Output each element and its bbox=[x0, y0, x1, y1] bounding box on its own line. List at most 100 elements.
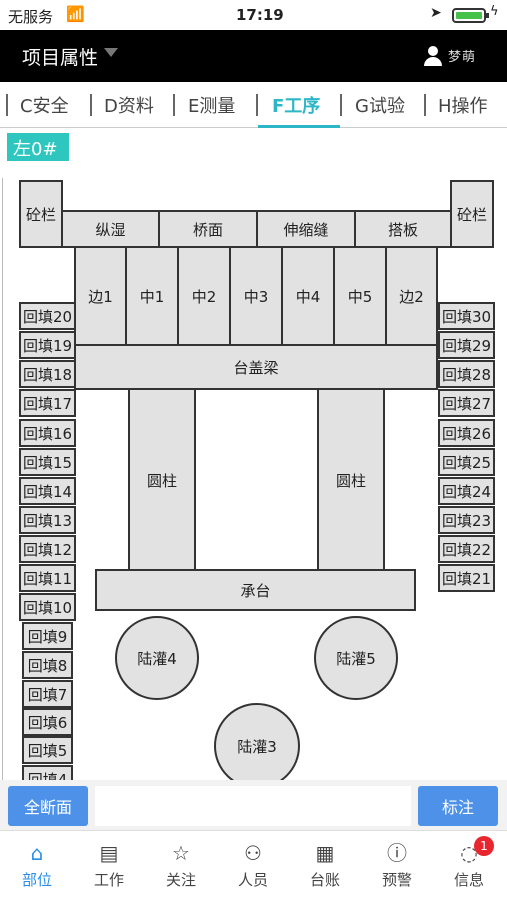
tabbar-item-messages[interactable]: ◌ 信息 bbox=[439, 841, 499, 890]
tab-divider bbox=[173, 94, 175, 116]
tab-divider bbox=[90, 94, 92, 116]
category-tabs: C安全 D资料 E测量 F工序 G试验 H操作 bbox=[0, 82, 507, 128]
deck-layer-bridge-deck[interactable]: 桥面 bbox=[158, 210, 258, 248]
home-icon: ⌂ bbox=[30, 841, 44, 865]
action-bar: 全断面 标注 bbox=[0, 780, 507, 830]
backfill-left-4[interactable]: 回填4 bbox=[22, 765, 73, 780]
tab-divider bbox=[6, 94, 8, 116]
beam-mid-1[interactable]: 中1 bbox=[125, 246, 179, 346]
pile-5[interactable]: 陆灌5 bbox=[314, 616, 398, 700]
battery-icon bbox=[452, 8, 489, 23]
backfill-left-18[interactable]: 回填18 bbox=[19, 360, 76, 388]
backfill-right-21[interactable]: 回填21 bbox=[438, 564, 495, 592]
backfill-left-14[interactable]: 回填14 bbox=[19, 477, 76, 505]
guardrail-left[interactable]: 砼栏 bbox=[19, 180, 63, 248]
column-left[interactable]: 圆柱 bbox=[128, 388, 196, 572]
charging-icon: ϟ bbox=[490, 4, 499, 19]
tabbar-label: 预警 bbox=[381, 871, 412, 889]
tab-d-docs[interactable]: D资料 bbox=[104, 96, 154, 117]
annotation-input[interactable] bbox=[95, 786, 411, 826]
beam-mid-2[interactable]: 中2 bbox=[177, 246, 231, 346]
pile-cap[interactable]: 承台 bbox=[95, 569, 416, 611]
username[interactable]: 梦萌 bbox=[448, 50, 477, 65]
people-icon: ⚇ bbox=[244, 841, 262, 865]
carrier-label: 无服务 bbox=[8, 8, 54, 26]
backfill-right-30[interactable]: 回填30 bbox=[438, 302, 495, 330]
backfill-left-13[interactable]: 回填13 bbox=[19, 506, 76, 534]
backfill-left-6[interactable]: 回填6 bbox=[22, 708, 73, 736]
tabbar-label: 工作 bbox=[93, 871, 124, 889]
tabbar-item-alert[interactable]: ⓘ 预警 bbox=[367, 841, 427, 890]
backfill-left-16[interactable]: 回填16 bbox=[19, 419, 76, 447]
full-section-button[interactable]: 全断面 bbox=[8, 786, 88, 826]
backfill-left-15[interactable]: 回填15 bbox=[19, 448, 76, 476]
tab-h-operation[interactable]: H操作 bbox=[438, 96, 488, 117]
app-header: 项目属性 梦萌 bbox=[0, 30, 507, 82]
deck-layer-approach-slab[interactable]: 搭板 bbox=[354, 210, 452, 248]
beam-mid-4[interactable]: 中4 bbox=[281, 246, 335, 346]
document-icon: ▤ bbox=[99, 841, 119, 865]
backfill-left-10[interactable]: 回填10 bbox=[19, 593, 76, 621]
tab-divider bbox=[340, 94, 342, 116]
star-icon: ☆ bbox=[172, 841, 190, 865]
tabbar-item-work[interactable]: ▤ 工作 bbox=[79, 841, 139, 890]
tabbar-item-follow[interactable]: ☆ 关注 bbox=[151, 841, 211, 890]
pile-3[interactable]: 陆灌3 bbox=[214, 703, 300, 780]
message-icon: ◌ bbox=[460, 841, 478, 865]
backfill-left-7[interactable]: 回填7 bbox=[22, 680, 73, 708]
tabbar-label: 部位 bbox=[21, 871, 52, 889]
side-label-badge[interactable]: 左0# bbox=[7, 133, 69, 161]
tabbar-label: 关注 bbox=[165, 871, 196, 889]
tab-f-process[interactable]: F工序 bbox=[258, 92, 340, 128]
chevron-down-icon[interactable] bbox=[104, 48, 118, 57]
backfill-right-29[interactable]: 回填29 bbox=[438, 331, 495, 359]
status-bar: 无服务 📶 17:19 ➤ ϟ bbox=[0, 0, 507, 30]
message-count-badge: 1 bbox=[474, 836, 494, 856]
column-right[interactable]: 圆柱 bbox=[317, 388, 385, 572]
backfill-right-25[interactable]: 回填25 bbox=[438, 448, 495, 476]
tabbar-item-ledger[interactable]: ▦ 台账 bbox=[295, 841, 355, 890]
backfill-right-23[interactable]: 回填23 bbox=[438, 506, 495, 534]
canvas-border bbox=[2, 178, 3, 780]
deck-layer-longitudinal[interactable]: 纵湿 bbox=[61, 210, 160, 248]
tabbar-label: 台账 bbox=[309, 871, 340, 889]
tabbar-item-people[interactable]: ⚇ 人员 bbox=[223, 841, 283, 890]
guardrail-right[interactable]: 砼栏 bbox=[450, 180, 494, 248]
backfill-left-19[interactable]: 回填19 bbox=[19, 331, 76, 359]
pile-4[interactable]: 陆灌4 bbox=[115, 616, 199, 700]
backfill-right-22[interactable]: 回填22 bbox=[438, 535, 495, 563]
backfill-left-17[interactable]: 回填17 bbox=[19, 389, 76, 417]
backfill-left-5[interactable]: 回填5 bbox=[22, 736, 73, 764]
cap-beam[interactable]: 台盖梁 bbox=[74, 344, 438, 390]
ledger-icon: ▦ bbox=[315, 841, 335, 865]
tab-e-survey[interactable]: E测量 bbox=[188, 96, 236, 117]
beam-edge-1[interactable]: 边1 bbox=[74, 246, 127, 346]
backfill-left-8[interactable]: 回填8 bbox=[22, 651, 73, 679]
alert-icon: ⓘ bbox=[387, 841, 407, 865]
clock: 17:19 bbox=[236, 6, 284, 24]
wifi-icon: 📶 bbox=[66, 5, 85, 23]
beam-mid-5[interactable]: 中5 bbox=[333, 246, 387, 346]
tabbar-item-location[interactable]: ⌂ 部位 bbox=[7, 841, 67, 890]
mark-button[interactable]: 标注 bbox=[418, 786, 498, 826]
bottom-tabbar: ⌂ 部位 ▤ 工作 ☆ 关注 ⚇ 人员 ▦ 台账 ⓘ 预警 ◌ 信息 bbox=[0, 830, 507, 900]
backfill-right-26[interactable]: 回填26 bbox=[438, 419, 495, 447]
backfill-left-11[interactable]: 回填11 bbox=[19, 564, 76, 592]
tab-c-safety[interactable]: C安全 bbox=[20, 96, 69, 117]
backfill-right-24[interactable]: 回填24 bbox=[438, 477, 495, 505]
page-title[interactable]: 项目属性 bbox=[22, 47, 99, 69]
backfill-right-27[interactable]: 回填27 bbox=[438, 389, 495, 417]
backfill-left-20[interactable]: 回填20 bbox=[19, 302, 76, 330]
beam-mid-3[interactable]: 中3 bbox=[229, 246, 283, 346]
location-icon: ➤ bbox=[430, 5, 442, 21]
backfill-left-9[interactable]: 回填9 bbox=[22, 622, 73, 650]
tabbar-label: 人员 bbox=[237, 871, 268, 889]
backfill-left-12[interactable]: 回填12 bbox=[19, 535, 76, 563]
backfill-right-28[interactable]: 回填28 bbox=[438, 360, 495, 388]
tab-divider bbox=[256, 94, 258, 116]
user-icon[interactable] bbox=[424, 46, 442, 66]
beam-edge-2[interactable]: 边2 bbox=[385, 246, 438, 346]
deck-layer-expansion-joint[interactable]: 伸缩缝 bbox=[256, 210, 356, 248]
tab-divider bbox=[424, 94, 426, 116]
tab-g-test[interactable]: G试验 bbox=[355, 96, 405, 117]
